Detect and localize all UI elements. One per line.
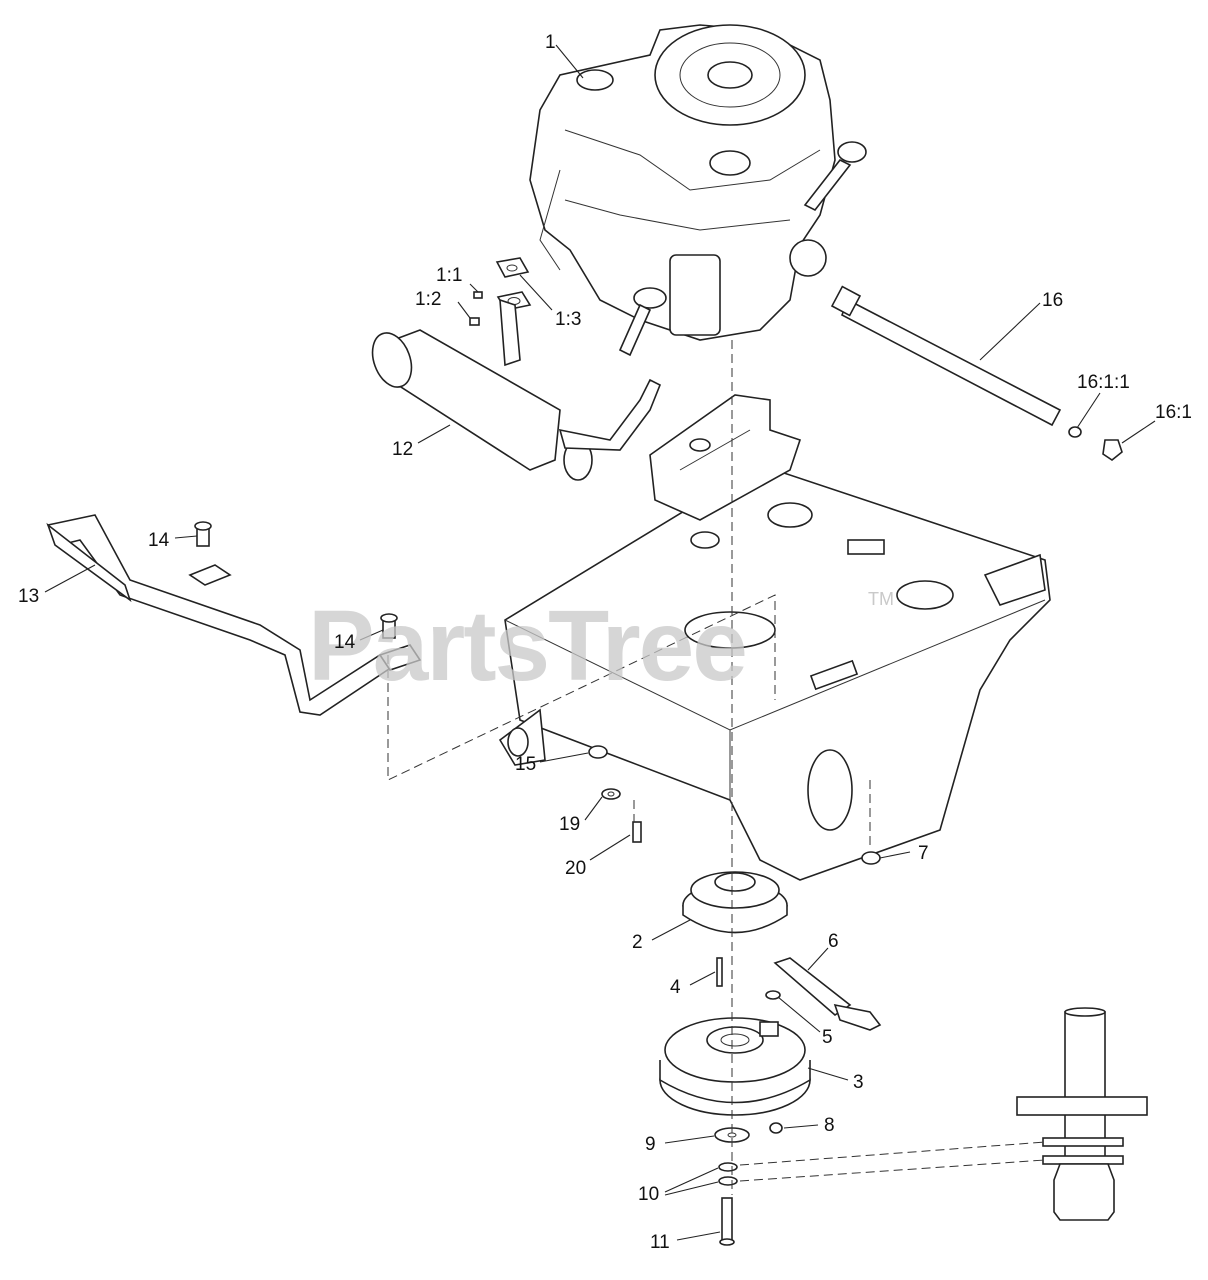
muffler	[371, 287, 667, 481]
electric-clutch	[659, 1017, 811, 1116]
callout-14-lower[interactable]: 14	[334, 632, 356, 653]
assembly-lines	[387, 340, 1046, 1195]
callout-1[interactable]: 1	[545, 32, 556, 53]
callout-20[interactable]: 20	[565, 858, 586, 879]
callout-11[interactable]: 11	[650, 1232, 670, 1253]
callout-19[interactable]: 19	[559, 814, 580, 835]
watermark-text: PartsTree	[308, 590, 746, 702]
exhaust-gaskets	[469, 257, 532, 326]
drain-tube	[830, 285, 1123, 461]
leader-lines	[44, 44, 1156, 1241]
callout-8[interactable]: 8	[824, 1115, 835, 1136]
callout-15[interactable]: 15	[515, 754, 536, 775]
frame-plate	[498, 394, 1051, 881]
callout-3[interactable]: 3	[853, 1072, 864, 1093]
pulley	[682, 871, 788, 934]
watermark: PartsTree TM	[308, 589, 894, 702]
detail-bolt-inset	[1016, 1007, 1148, 1221]
callout-16-1[interactable]: 16:1	[1155, 402, 1192, 423]
callout-16[interactable]: 16	[1042, 290, 1063, 311]
callout-14-upper[interactable]: 14	[148, 530, 170, 551]
small-hardware	[588, 745, 881, 865]
engine	[529, 24, 867, 341]
callout-1-2[interactable]: 1:2	[415, 289, 441, 310]
callout-6[interactable]: 6	[828, 931, 839, 952]
callout-1-1[interactable]: 1:1	[436, 265, 462, 286]
handle-bar	[46, 514, 422, 716]
bolts-14	[194, 521, 398, 639]
callout-9[interactable]: 9	[645, 1134, 656, 1155]
callout-13[interactable]: 13	[18, 586, 39, 607]
clutch-hardware	[714, 1122, 783, 1246]
callout-10[interactable]: 10	[638, 1184, 659, 1205]
callout-4[interactable]: 4	[670, 977, 681, 998]
watermark-trademark: TM	[868, 589, 894, 609]
callout-labels: 1 1:1 1:2 1:3 16 16:1:1 16:1 12 14 13 14…	[18, 32, 1192, 1253]
callout-12[interactable]: 12	[392, 439, 413, 460]
callout-16-1-1[interactable]: 16:1:1	[1077, 372, 1130, 393]
key-and-harness	[716, 957, 882, 1031]
callout-5[interactable]: 5	[822, 1027, 833, 1048]
callout-2[interactable]: 2	[632, 932, 643, 953]
callout-1-3[interactable]: 1:3	[555, 309, 581, 330]
callout-7[interactable]: 7	[918, 843, 929, 864]
